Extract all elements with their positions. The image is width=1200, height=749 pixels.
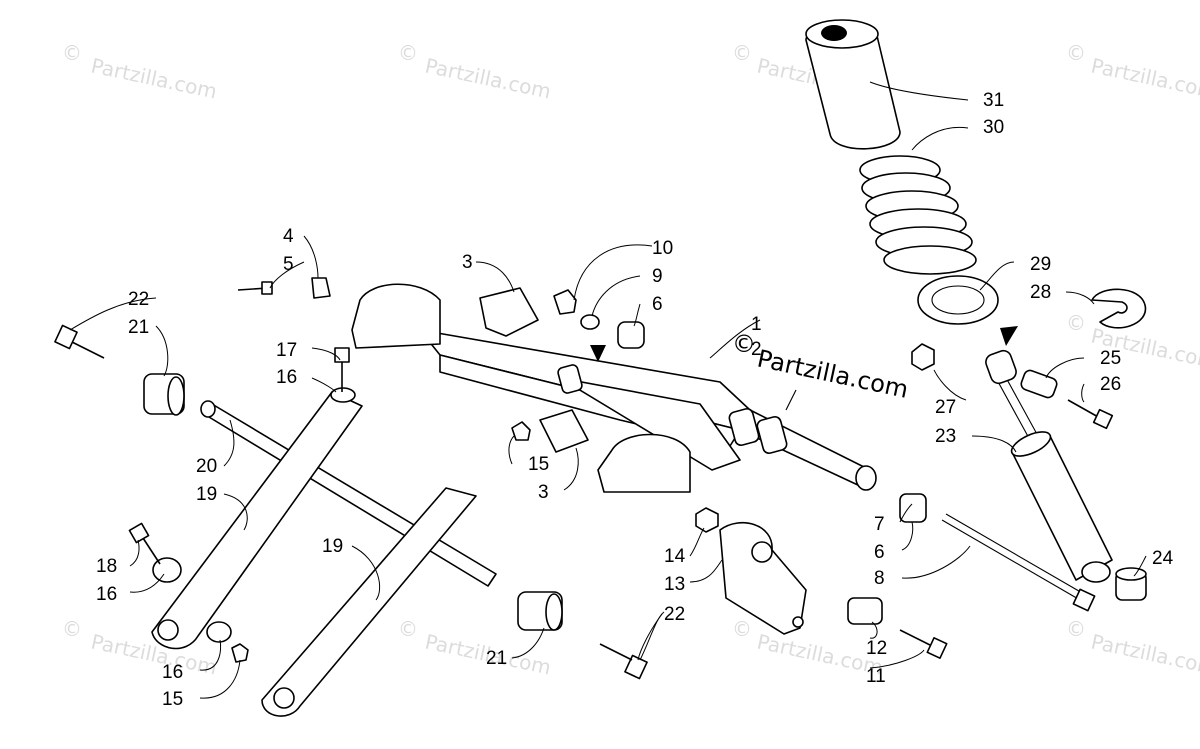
shaft-bolt (54, 324, 648, 680)
watermark-copyright: © (732, 41, 752, 65)
callout-8: 8 (874, 568, 885, 589)
shock-spring (859, 155, 977, 275)
callout-3: 3 (462, 252, 473, 273)
watermark-text: Partzilla.com (1089, 629, 1200, 679)
bushing (1115, 567, 1147, 601)
callout-labels: 31 30 29 28 25 26 27 23 24 1 2 10 9 6 3 … (96, 90, 1174, 710)
direction-arrow (1000, 326, 1018, 346)
callout-26: 26 (1100, 374, 1121, 395)
callout-24: 24 (1152, 548, 1174, 569)
bracket-hardware (847, 597, 948, 660)
callout-14: 14 (664, 546, 686, 567)
callout-16: 16 (96, 584, 117, 605)
flange-nut (695, 507, 719, 533)
callout-18: 18 (96, 556, 117, 577)
callout-31: 31 (983, 90, 1004, 111)
callout-15: 15 (162, 689, 183, 710)
callout-3: 3 (538, 482, 549, 503)
fastener-hardware (128, 347, 531, 663)
callout-1: 1 (751, 314, 762, 335)
spring-seat (917, 275, 999, 325)
spring-retainer (1091, 288, 1147, 329)
callout-22: 22 (664, 604, 685, 625)
callout-21: 21 (128, 317, 149, 338)
watermark-text: Partzilla.com (1089, 53, 1200, 103)
callout-4: 4 (283, 226, 294, 247)
callout-10: 10 (652, 238, 673, 259)
callout-29: 29 (1030, 254, 1051, 275)
upper-small-parts (237, 277, 645, 349)
mounting-bracket (719, 521, 807, 635)
callout-28: 28 (1030, 282, 1051, 303)
watermark-copyright: © (398, 41, 418, 65)
callout-7: 7 (874, 514, 885, 535)
watermark-copyright: © (1066, 311, 1086, 335)
callout-16: 16 (162, 662, 183, 683)
pivot-bolt (899, 493, 1096, 612)
watermark-copyright: © (398, 617, 418, 641)
callout-6: 6 (874, 542, 885, 563)
watermark-text: Partzilla.com (89, 53, 219, 103)
callout-12: 12 (866, 638, 887, 659)
watermark-copyright: © (62, 617, 82, 641)
watermark-copyright: © (62, 41, 82, 65)
callout-9: 9 (652, 266, 663, 287)
callout-25: 25 (1100, 348, 1121, 369)
callout-21: 21 (486, 648, 507, 669)
callout-19: 19 (196, 484, 217, 505)
center-watermark-copyright: © (732, 330, 756, 358)
callout-23: 23 (935, 426, 956, 447)
watermark-copyright: © (732, 617, 752, 641)
watermark-copyright: © (1066, 617, 1086, 641)
callout-19: 19 (322, 536, 343, 557)
shock-mount-hardware (911, 343, 1114, 430)
callout-5: 5 (283, 254, 294, 275)
leader-lines (69, 81, 1147, 699)
callout-16: 16 (276, 367, 297, 388)
callout-27: 27 (935, 397, 956, 418)
callout-13: 13 (664, 574, 685, 595)
arm-end-cap (351, 283, 691, 493)
direction-arrow (590, 345, 606, 362)
rear-link-arm (151, 391, 477, 717)
callout-22: 22 (128, 289, 149, 310)
callout-17: 17 (276, 340, 297, 361)
callout-30: 30 (983, 117, 1004, 138)
callout-6: 6 (652, 294, 663, 315)
watermark-text: Partzilla.com (423, 53, 553, 103)
center-watermark-text: Partzilla.com (755, 344, 911, 403)
watermark-copyright: © (1066, 41, 1086, 65)
callout-15: 15 (528, 454, 549, 475)
callout-11: 11 (866, 666, 886, 687)
shaft-bushing (143, 373, 563, 631)
shock-boot (805, 19, 901, 150)
rear-arm-frame (419, 329, 877, 491)
shock-absorber (985, 349, 1113, 583)
slider-block (479, 287, 589, 453)
callout-2: 2 (751, 339, 762, 360)
callout-20: 20 (196, 456, 217, 477)
